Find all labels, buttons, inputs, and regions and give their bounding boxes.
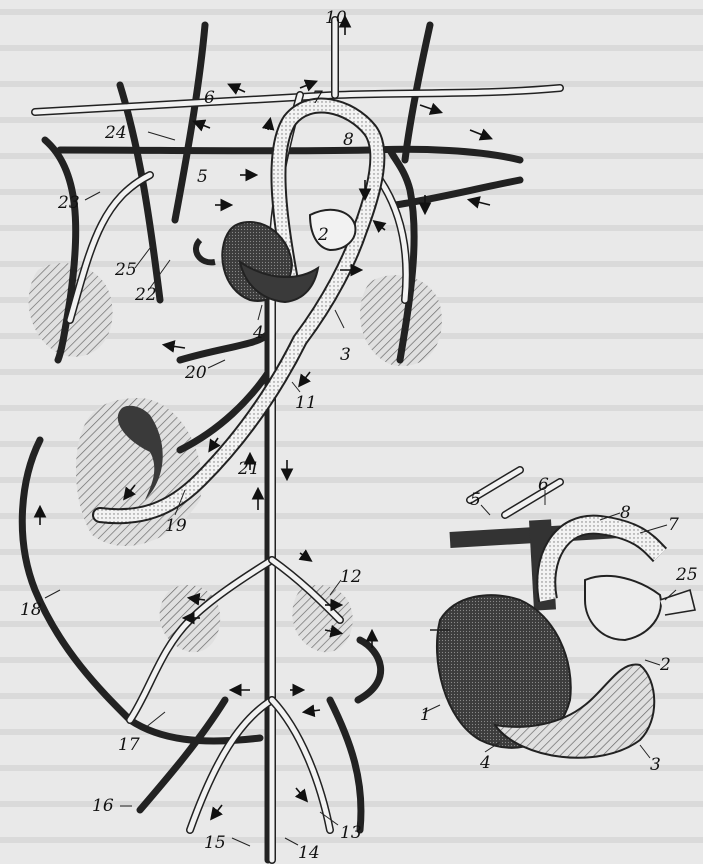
inset-label-5: 5 xyxy=(470,490,481,510)
inset-label-2: 2 xyxy=(659,655,671,675)
label-6: 6 xyxy=(204,88,215,108)
inset-label-4: 4 xyxy=(479,753,491,773)
inset-label-8: 8 xyxy=(620,503,631,523)
inset-label-1: 1 xyxy=(420,705,431,725)
label-8: 8 xyxy=(343,130,354,150)
label-22: 22 xyxy=(134,285,157,305)
label-3: 3 xyxy=(340,345,351,365)
label-12: 12 xyxy=(340,567,362,587)
label-24: 24 xyxy=(104,123,127,143)
label-15: 15 xyxy=(204,833,226,853)
inset-label-7: 7 xyxy=(668,515,679,535)
label-20: 20 xyxy=(184,363,207,383)
inset-label-6: 6 xyxy=(538,475,549,495)
label-25: 25 xyxy=(114,260,137,280)
label-2: 2 xyxy=(317,225,329,245)
label-11: 11 xyxy=(295,393,317,413)
inset-label-25: 25 xyxy=(675,565,698,585)
label-7: 7 xyxy=(312,88,323,108)
label-23: 23 xyxy=(57,193,80,213)
label-13: 13 xyxy=(340,823,362,843)
label-5: 5 xyxy=(197,167,208,187)
label-4: 4 xyxy=(252,323,264,343)
label-18: 18 xyxy=(20,600,42,620)
label-16: 16 xyxy=(92,796,114,816)
label-19: 19 xyxy=(165,516,187,536)
label-10: 10 xyxy=(325,8,347,28)
label-17: 17 xyxy=(118,735,140,755)
inset-label-3: 3 xyxy=(650,755,661,775)
label-21: 21 xyxy=(237,459,260,479)
label-14: 14 xyxy=(298,843,320,863)
